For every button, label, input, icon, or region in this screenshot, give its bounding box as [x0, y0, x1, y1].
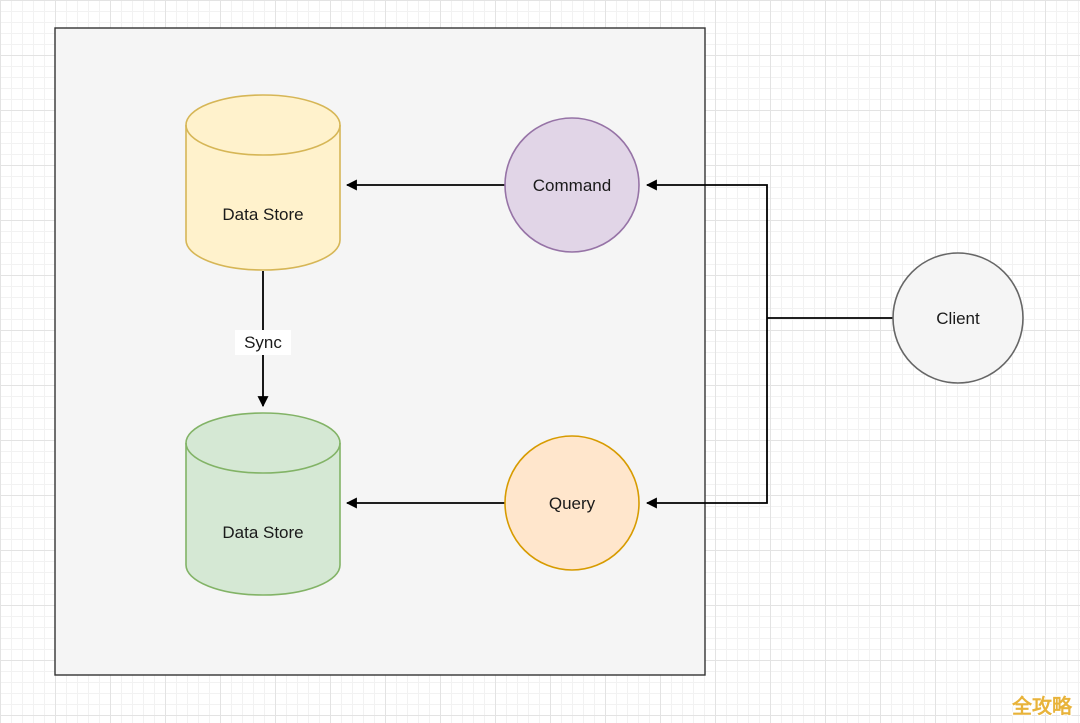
node-label: Client [936, 309, 980, 328]
edge-label-sync: Sync [235, 330, 291, 355]
circle-shape [892, 252, 1024, 384]
node-label: Data Store [222, 205, 303, 224]
node-query: Query [504, 435, 640, 571]
watermark-text: 全攻略 [1011, 694, 1073, 718]
node-label: Data Store [222, 523, 303, 542]
edge-client-to-query [645, 318, 768, 509]
node-data-store-bottom: Data Store [185, 412, 341, 596]
circle-shape [504, 117, 640, 253]
cylinder-shape [185, 412, 341, 596]
cylinder-rim [185, 124, 341, 156]
circle-shape [504, 435, 640, 571]
node-client: Client [892, 252, 1024, 384]
node-data-store-top: Data Store [185, 94, 341, 271]
system-boundary [54, 27, 706, 676]
edge-client-to-command [645, 179, 768, 318]
edge-label-bg [235, 330, 291, 355]
cylinder-rim [185, 442, 341, 474]
node-label: Query [549, 494, 596, 513]
edge-label-text: Sync [244, 333, 282, 352]
node-label: Command [533, 176, 611, 195]
node-command: Command [504, 117, 640, 253]
cylinder-shape [185, 94, 341, 271]
